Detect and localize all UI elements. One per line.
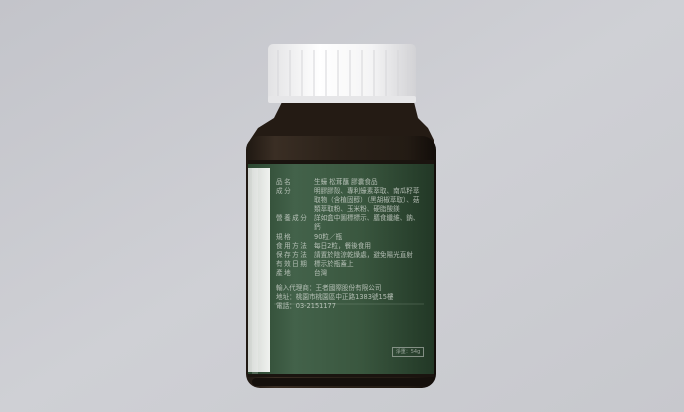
cap-rim bbox=[268, 96, 416, 103]
spec-row-usage: 食用方法 每日2粒，餐後食用 bbox=[276, 241, 371, 250]
spec-row-name: 品名 生蠔 松茸蘸 膠囊食品 bbox=[276, 178, 378, 186]
spec-row-origin: 產地 台灣 bbox=[276, 268, 328, 277]
label-panel bbox=[248, 164, 434, 376]
net-weight-box: 淨重：54g bbox=[392, 347, 424, 357]
bottle-cap bbox=[268, 44, 416, 102]
label-text-block: 品名 生蠔 松茸蘸 膠囊食品 成分 明膠膠殼、專利蠔素萃取、南瓜籽萃取物（含植固… bbox=[276, 178, 424, 348]
cap-ridges bbox=[277, 50, 409, 98]
spec-row-ingredients: 成分 明膠膠殼、專利蠔素萃取、南瓜籽萃取物（含植固醇）（黑胡椒萃取）、菇類萃取粉… bbox=[276, 187, 420, 214]
label-white-strip bbox=[248, 168, 270, 372]
spec-row-nutrition: 營養成分 詳如盒中圖標標示、膳食纖維、鈉、鈣 bbox=[276, 214, 420, 232]
bottle-base bbox=[252, 378, 430, 386]
label-bottom-edge bbox=[248, 374, 434, 377]
importer-name: 輸入代理商：王者國際股份有限公司 bbox=[276, 284, 382, 293]
label-reflection bbox=[252, 168, 258, 374]
importer-phone: 電話：03-2151177 bbox=[276, 302, 336, 311]
importer-address: 地址：桃園市桃園區中正路1383號15樓 bbox=[276, 293, 394, 302]
spec-row-expiry: 有效日期 標示於瓶蓋上 bbox=[276, 259, 354, 268]
spec-row-size: 規格 90粒／瓶 bbox=[276, 232, 343, 241]
label-top-edge bbox=[248, 160, 434, 164]
spec-row-storage: 保存方法 請置於陰涼乾燥處，避免陽光直射 bbox=[276, 250, 413, 259]
